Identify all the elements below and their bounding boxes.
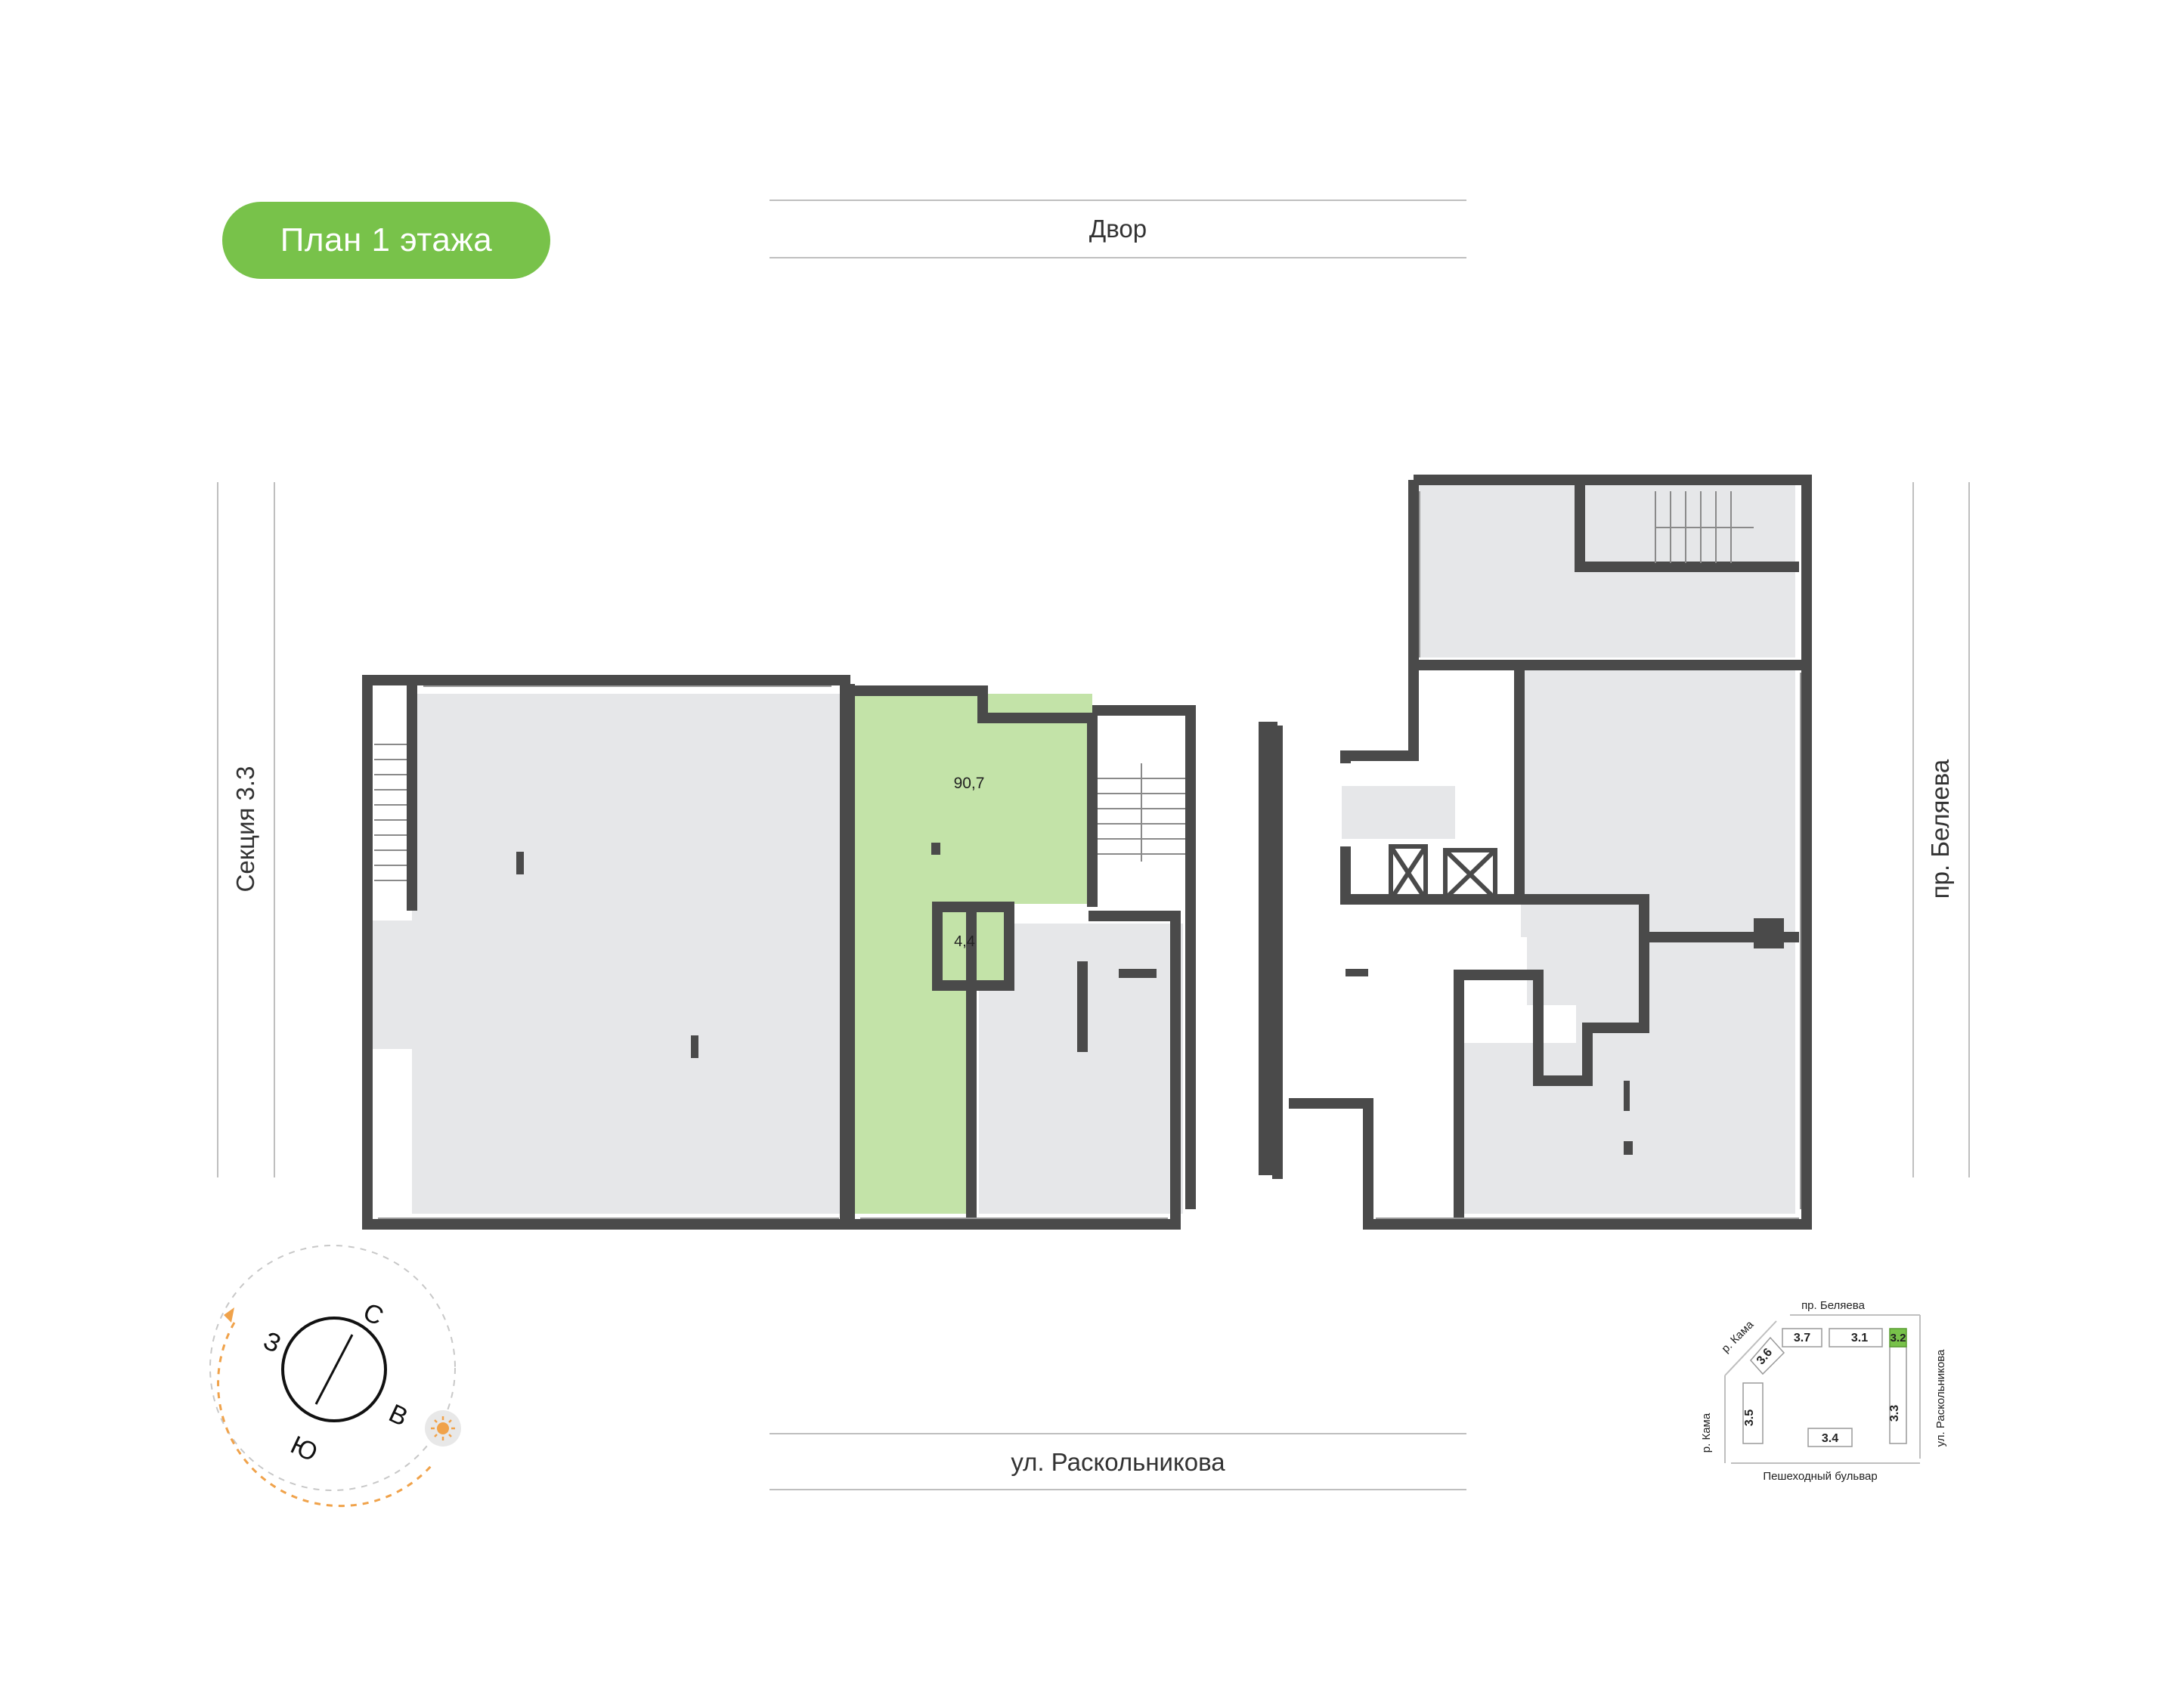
minimap-street-top: пр. Беляева — [1801, 1299, 1866, 1312]
column — [1346, 969, 1368, 976]
glazing — [378, 491, 1801, 1219]
minimap-blocks — [1742, 1328, 1907, 1447]
room-left-large — [412, 694, 844, 1214]
wall-right-inner-mid — [1514, 665, 1649, 937]
sun-icon — [425, 1410, 461, 1447]
compass-orbit — [209, 1245, 456, 1491]
stair-mid — [1098, 763, 1185, 862]
sun-path — [217, 1322, 432, 1508]
compass-east: В — [385, 1399, 413, 1432]
minimap-section-3-2: 3.2 — [1891, 1332, 1906, 1344]
minimap-street-bottom: Пешеходный бульвар — [1763, 1470, 1877, 1483]
wall-right-top-stair — [1575, 484, 1799, 572]
wall-right-stair — [1340, 665, 1419, 763]
bottom-street-line-upper — [770, 1433, 1466, 1434]
site-minimap: пр. Беляева ул. Раскольникова Пешеходный… — [1700, 1299, 1947, 1483]
minimap-section-3-5: 3.5 — [1743, 1409, 1756, 1426]
column — [931, 843, 940, 855]
room-left-wc — [369, 921, 416, 1049]
wall-right-inner-lower — [1454, 932, 1799, 1224]
minimap-section-3-7: 3.7 — [1794, 1332, 1810, 1344]
minimap-street-diag: р. Кама — [1719, 1318, 1757, 1356]
minimap-section-3-1: 3.1 — [1851, 1332, 1868, 1344]
column — [1259, 722, 1277, 1175]
column — [1624, 1141, 1633, 1155]
stairs — [374, 491, 1754, 881]
minimap-street-right: ул. Раскольникова — [1934, 1349, 1947, 1447]
highlighted-unit — [854, 694, 1092, 1214]
sun-path-arrow-icon — [224, 1307, 234, 1323]
lift-shaft-2 — [1443, 848, 1497, 901]
top-street-line-upper — [770, 200, 1466, 201]
wall-mid-block — [844, 684, 1181, 1230]
compass-south: Ю — [286, 1431, 322, 1468]
compass-needle-north — [333, 1334, 354, 1370]
lift-shaft-1 — [1389, 844, 1428, 902]
stair-right-top — [1655, 491, 1754, 563]
column — [1077, 961, 1088, 1052]
column — [691, 1035, 698, 1058]
bottom-street-label: ул. Раскольникова — [1011, 1448, 1225, 1476]
floor-title-badge: План 1 этажа — [222, 202, 550, 279]
column — [1754, 918, 1784, 948]
wall-unit-wc — [932, 902, 1014, 991]
column — [516, 852, 524, 874]
left-street-line-inner — [274, 482, 275, 1177]
minimap-active-section — [1889, 1328, 1907, 1348]
room-right-bottom — [1459, 1043, 1795, 1214]
room-right-small — [1342, 786, 1455, 839]
bottom-street-line-lower — [770, 1489, 1466, 1490]
top-street-line-lower — [770, 257, 1466, 258]
minimap-section-3-3: 3.3 — [1888, 1405, 1901, 1422]
floor-title: План 1 этажа — [280, 221, 493, 258]
lift-shafts — [1389, 844, 1497, 902]
compass: С В Ю З — [209, 1245, 461, 1508]
compass-west: З — [259, 1326, 286, 1359]
right-street-line-inner — [1912, 482, 1914, 1177]
column — [1624, 1081, 1630, 1111]
stair-left — [374, 744, 407, 881]
column — [1119, 969, 1157, 978]
columns — [516, 722, 1784, 1175]
room-right-bottom-upper — [1576, 937, 1795, 1058]
minimap-street-left: р. Кама — [1700, 1413, 1713, 1453]
right-street-line-outer — [1968, 482, 1970, 1177]
room-area-wc: 4,4 — [954, 933, 975, 950]
top-street-label: Двор — [1088, 215, 1147, 243]
compass-needle — [314, 1369, 336, 1405]
wall-unit-top — [850, 685, 1098, 907]
room-mid-upper — [1017, 924, 1183, 969]
wall-right-block — [1289, 475, 1812, 1230]
room-area-main: 90,7 — [954, 775, 985, 792]
unit-main-upper — [854, 694, 1092, 904]
left-street-line-outer — [217, 482, 218, 1177]
minimap-section-3-4: 3.4 — [1822, 1432, 1838, 1445]
